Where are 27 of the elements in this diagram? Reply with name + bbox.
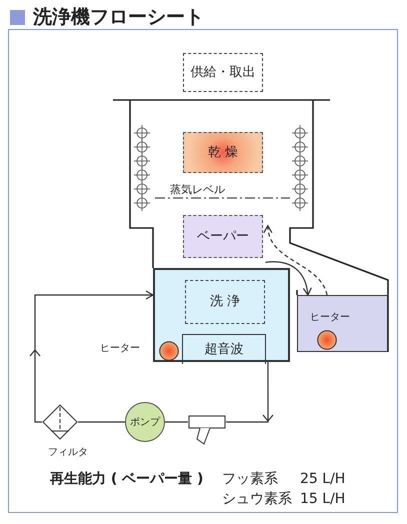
spec-label: フッ素系	[222, 470, 278, 489]
process-box	[183, 53, 263, 92]
ultrasonic-box	[182, 334, 266, 364]
spec-value: 15 L/H	[300, 490, 346, 509]
node-label: 乾 燥	[208, 144, 238, 162]
wash-tank	[153, 268, 290, 362]
node-label: ポンプ	[130, 416, 160, 430]
capacity-label: 再生能力 ( ベーパー量 )	[50, 470, 204, 489]
heater-circle	[159, 341, 179, 361]
level-label: 蒸気レベル	[170, 182, 225, 198]
filter-symbol	[42, 404, 78, 440]
spec-value: 25 L/H	[300, 470, 346, 489]
node-label: 洗 浄	[210, 293, 240, 312]
part-label: ヒーター	[310, 311, 350, 325]
node-label: 超音波	[204, 340, 244, 359]
title: 洗浄機フローシート	[33, 5, 204, 30]
reservoir-tank	[297, 295, 388, 352]
part-label: フィルタ	[48, 446, 88, 460]
vapor-zone-box	[183, 215, 263, 258]
heater-circle	[317, 330, 337, 350]
wash-zone-box	[185, 280, 265, 324]
strainer-symbol	[188, 413, 226, 447]
part-label: ヒーター	[100, 342, 140, 356]
node-label: ベーパー	[197, 228, 249, 246]
spec-label: シュウ素系	[222, 490, 292, 509]
drying-zone-box	[183, 132, 263, 173]
node-label: 供給・取出	[190, 64, 256, 82]
